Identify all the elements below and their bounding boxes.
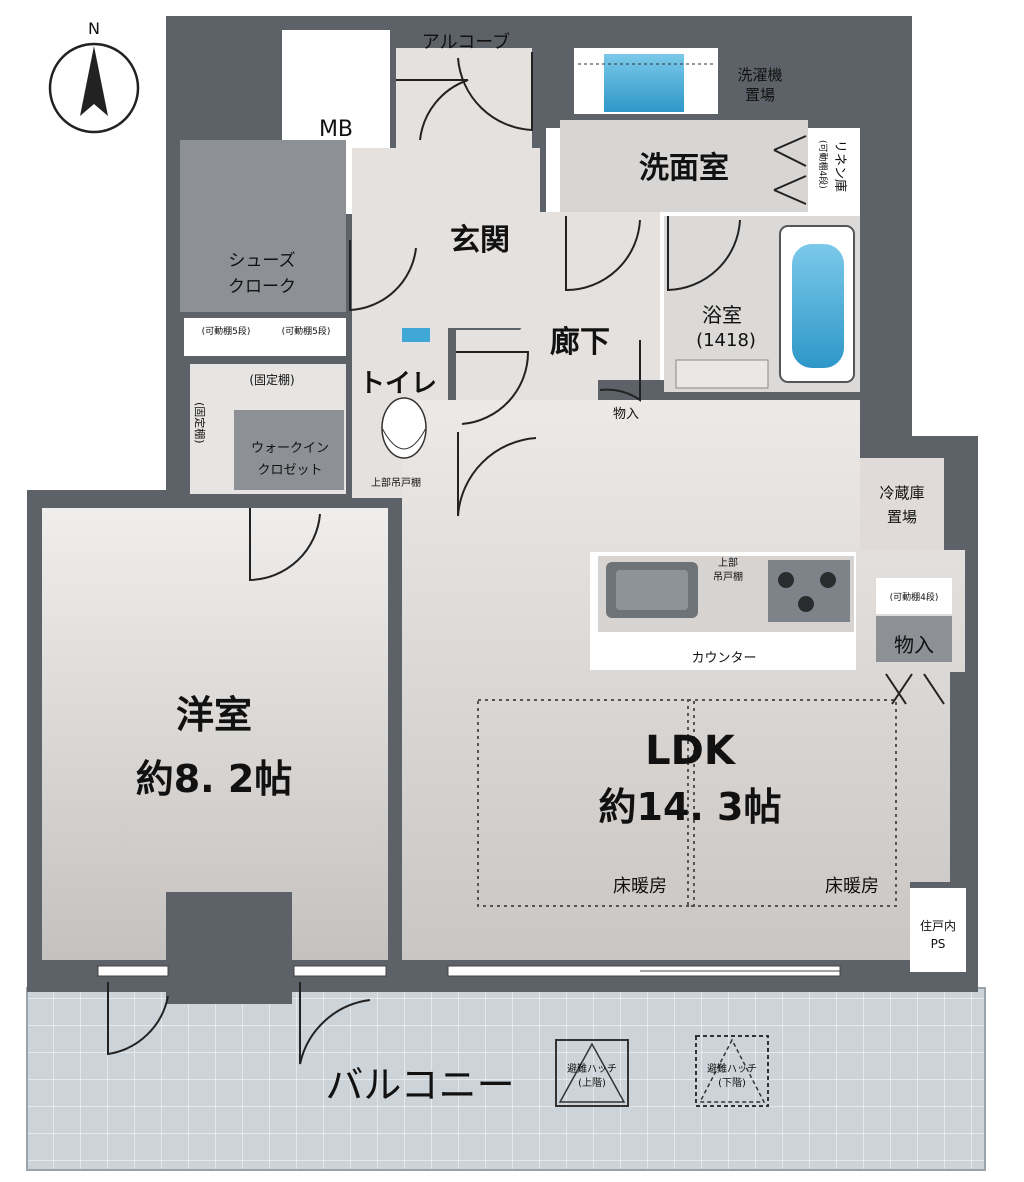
north-label: N — [88, 19, 100, 38]
laundry-label-1: 洗濯機 — [737, 66, 782, 84]
ps-label-2: PS — [931, 937, 946, 951]
laundry-label-2: 置場 — [745, 86, 775, 104]
linen-shelf-label: (可動棚4段) — [817, 140, 829, 189]
walkin-label-2: クロゼット — [257, 463, 322, 478]
hatch-2-label-1: 避難ハッチ — [707, 1062, 757, 1075]
walkin-label-1: ウォークイン — [251, 441, 329, 456]
hatch-lower — [695, 1035, 769, 1107]
toilet-label: トイレ — [359, 369, 437, 399]
alcove-label: アルコーブ — [422, 31, 510, 53]
mb-label: MB — [319, 117, 353, 142]
toilet-cabinet-label: 上部吊戸棚 — [371, 476, 421, 489]
ps-label-1: 住戸内 — [920, 919, 956, 933]
linen-label: リネン庫 — [832, 140, 847, 192]
shelf-b-label: (可動棚5段) — [282, 325, 331, 337]
interior-floors — [42, 30, 966, 1004]
hallway-label: 廊下 — [550, 325, 610, 360]
toilet-tank — [402, 328, 430, 342]
entrance-label: 玄関 — [450, 223, 510, 258]
shoes-label-2: クローク — [228, 277, 296, 297]
balcony — [26, 987, 986, 1171]
bath-label: 浴室 — [702, 303, 742, 327]
western-room-size-label: 約8. 2帖 — [136, 757, 293, 801]
shelf-a-label: (可動棚5段) — [202, 325, 251, 337]
compass: N — [48, 19, 140, 134]
laundry-pan — [604, 54, 684, 112]
fridge-label-2: 置場 — [887, 508, 917, 526]
labels: MB アルコーブ 洗濯機 置場 洗面室 (可動棚4段) リネン庫 玄関 シューズ… — [136, 31, 956, 1107]
washroom-label: 洗面室 — [639, 151, 729, 186]
fixed-shelf-side-label: (固定棚) — [193, 402, 207, 444]
storage-small-label: 物入 — [613, 407, 639, 422]
fixtures — [97, 54, 897, 1107]
hatch-1-label-2: (上階) — [578, 1077, 606, 1089]
hatch-upper — [555, 1039, 629, 1107]
shoes-label-1: シューズ — [228, 251, 295, 271]
western-room-label: 洋室 — [176, 693, 252, 737]
shelf-c-label: (可動棚4段) — [890, 591, 939, 603]
kitchen-cabinet-label-2: 吊戸棚 — [713, 570, 743, 583]
hatch-1-label-1: 避難ハッチ — [567, 1062, 617, 1075]
fridge-label-1: 冷蔵庫 — [879, 484, 924, 502]
floor-heating-2-label: 床暖房 — [825, 876, 879, 897]
fixed-shelf-top-label: (固定棚) — [249, 372, 294, 387]
bath-size-label: (1418) — [696, 330, 756, 351]
balcony-label: バルコニー — [325, 1063, 514, 1107]
counter-label: カウンター — [691, 651, 756, 666]
storage-large-label: 物入 — [894, 633, 934, 657]
ldk-size-label: 約14. 3帖 — [599, 785, 782, 829]
bathtub — [792, 244, 844, 368]
floor-heating-1-label: 床暖房 — [613, 876, 667, 897]
stove — [768, 560, 850, 622]
kitchen-cabinet-label-1: 上部 — [718, 556, 738, 569]
north-arrow-icon — [80, 46, 108, 116]
doors — [107, 52, 945, 1065]
hatch-2-label-2: (下階) — [718, 1077, 746, 1089]
ldk-label: LDK — [645, 728, 737, 774]
